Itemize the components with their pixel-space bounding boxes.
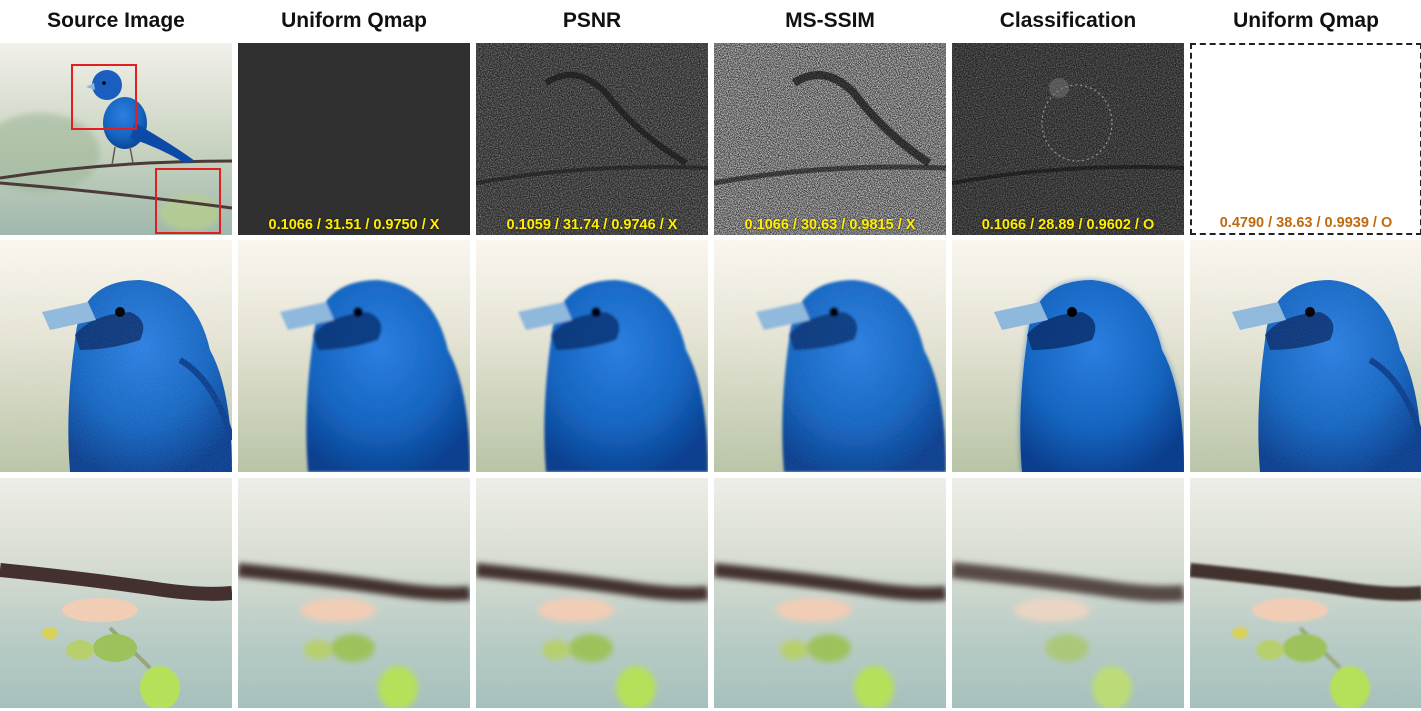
column-header-source-image: Source Image (47, 9, 185, 32)
crop-wire-leaves-source (0, 478, 232, 708)
column-header-classification: Classification (999, 9, 1137, 32)
crop-bird-head-uniform (238, 240, 470, 472)
crop-wire-leaves-psnr (476, 478, 708, 708)
metric-label: 0.1059 / 31.74 / 0.9746 / X (506, 217, 678, 233)
metric-label: 0.1066 / 30.63 / 0.9815 / X (744, 217, 916, 233)
crop-bird-head-source (0, 240, 232, 472)
crop-bird-head-ms-ssim (714, 240, 946, 472)
qmap-uniform-high: 0.4790 / 38.63 / 0.9939 / O (1190, 43, 1421, 235)
qmap-classification: 0.1066 / 28.89 / 0.9602 / O (952, 43, 1184, 235)
crop-bird-head-classification (952, 240, 1184, 472)
qmap-uniform: 0.1066 / 31.51 / 0.9750 / X (238, 43, 470, 235)
crop-wire-leaves-uniform-high (1190, 478, 1421, 708)
column-header-uniform-qmap-high: Uniform Qmap (1233, 9, 1379, 32)
metric-label: 0.1066 / 31.51 / 0.9750 / X (268, 217, 440, 233)
metric-label: 0.1066 / 28.89 / 0.9602 / O (981, 217, 1155, 233)
crop-wire-leaves-uniform (238, 478, 470, 708)
crop-wire-leaves-classification (952, 478, 1184, 708)
metric-label: 0.4790 / 38.63 / 0.9939 / O (1219, 215, 1393, 231)
column-header-psnr: PSNR (562, 9, 622, 32)
crop-bird-head-psnr (476, 240, 708, 472)
qmap-psnr: 0.1059 / 31.74 / 0.9746 / X (476, 43, 708, 235)
crop-bird-head-uniform-high (1190, 240, 1421, 472)
column-header-uniform-qmap: Uniform Qmap (281, 9, 427, 32)
column-header-ms-ssim: MS-SSIM (785, 9, 875, 32)
qmap-ms-ssim: 0.1066 / 30.63 / 0.9815 / X (714, 43, 946, 235)
crop-wire-leaves-ms-ssim (714, 478, 946, 708)
source-image-full (0, 43, 232, 235)
